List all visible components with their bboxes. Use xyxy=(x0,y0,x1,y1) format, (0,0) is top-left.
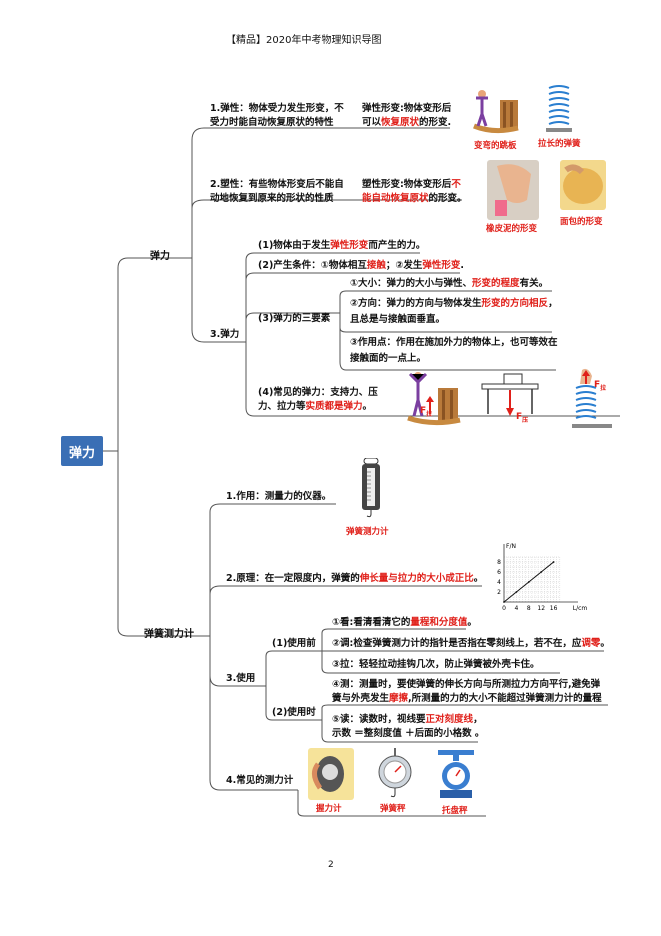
branch-spring-scale-label: 弹簧测力计 xyxy=(144,629,194,640)
platform-scale-icon xyxy=(438,750,474,798)
spring-icon xyxy=(546,85,572,132)
data-point xyxy=(552,561,555,563)
spring-balance-caption: 弹簧秤 xyxy=(380,804,406,814)
y-tick-label: 4 xyxy=(497,579,501,586)
data-point xyxy=(503,601,505,603)
force-label-press: F压 xyxy=(516,412,529,424)
before-use-label: (1)使用前 xyxy=(272,638,316,649)
step-measure-line1: ④测：测量时，要使弹簧的伸长方向与所测拉力方向平行,避免弹 xyxy=(332,679,601,690)
x-axis-label: L/cm xyxy=(573,605,588,612)
step-look: ①看:看清看清它的量程和分度值。 xyxy=(332,617,477,628)
bread-icon xyxy=(563,164,603,204)
step-pull: ③拉：轻轻拉动挂钩几次，防止弹簧被外壳卡住。 xyxy=(332,659,540,670)
data-point xyxy=(515,591,518,593)
hanging-scale-icon xyxy=(378,748,412,798)
y-tick-label: 8 xyxy=(497,559,501,566)
clay-picture xyxy=(487,160,539,220)
data-point xyxy=(540,571,543,573)
elastic-force-definition: (1)物体由于发生弹性形变而产生的力。 xyxy=(258,240,426,251)
stretched-spring-caption: 拉长的弹簧 xyxy=(538,139,581,149)
bread-picture xyxy=(560,160,606,210)
x-tick-label: 0 xyxy=(502,605,506,612)
diving-support-force-picture xyxy=(404,368,464,432)
x-tick-label: 12 xyxy=(537,605,545,612)
branch-elastic-force-label: 弹力 xyxy=(150,251,170,262)
stretched-spring-picture xyxy=(546,84,572,134)
platform-scale-picture xyxy=(434,746,478,800)
spring-scale-icon xyxy=(362,458,380,518)
diver-icon xyxy=(407,372,461,426)
elastic-deformation-note-line1: 弹性形变:物体变形后 xyxy=(362,103,452,114)
elasticity-title-line1: 1.弹性：物体受力发生形变，不 xyxy=(210,103,344,114)
y-tick-label: 6 xyxy=(497,569,501,576)
force-label-pull-2: F拉 xyxy=(594,380,607,392)
plastic-deformation-note-line2: 能自动恢复原状的形变。 xyxy=(362,193,467,204)
force-label-pull-1: F拉 xyxy=(420,406,433,418)
plasticity-title-line1: 2.塑性：有些物体形变后不能自 xyxy=(210,179,344,190)
grip-dynamometer-icon xyxy=(312,756,344,792)
spring-scale-principle: 2.原理：在一定限度内，弹簧的伸长量与拉力的大小成正比。 xyxy=(226,573,484,584)
element-point-line2: 接触面的一点上。 xyxy=(350,353,427,364)
spring-balance-picture xyxy=(370,748,420,800)
grip-dynamometer-caption: 握力计 xyxy=(316,804,342,814)
spring-scale-function: 1.作用：测量力的仪器。 xyxy=(226,491,332,502)
common-meters-label: 4.常见的测力计 xyxy=(226,775,294,786)
step-read-line2: 示数 ＝整刻度值 ＋后面的小格数 。 xyxy=(332,728,485,739)
element-magnitude: ①大小：弹力的大小与弹性、形变的程度有关。 xyxy=(350,278,549,289)
step-adjust: ②调:检查弹簧测力计的指针是否指在零刻线上，若不在，应调零。 xyxy=(332,638,610,649)
elastic-force-node-label: 3.弹力 xyxy=(210,329,240,340)
plastic-deformation-note-line1: 塑性形变:物体变形后不 xyxy=(362,179,461,190)
step-read-line1: ⑤读：读数时，视线要正对刻度线， xyxy=(332,714,483,725)
force-length-chart: 0 4 8 12 16 2 4 6 8 F/N L/cm xyxy=(497,543,588,612)
step-measure-line2: 簧与外壳发生摩擦,所测量的力的大小不能超过弹簧测力计的量程 xyxy=(332,693,602,704)
three-elements-label: (3)弹力的三要素 xyxy=(258,313,331,324)
spring-pull-picture xyxy=(572,368,618,432)
spring-scale-picture xyxy=(358,458,384,518)
plasticity-title-line2: 动地恢复到原来的形状的性质 xyxy=(210,193,334,204)
y-tick-label: 2 xyxy=(497,589,501,596)
during-use-label: (2)使用时 xyxy=(272,707,316,718)
clay-caption: 橡皮泥的形变 xyxy=(486,224,538,234)
elasticity-title-line2: 受力时能自动恢复原状的特性 xyxy=(210,117,334,128)
platform-scale-caption: 托盘秤 xyxy=(442,806,468,816)
data-point xyxy=(527,581,530,583)
grip-dynamometer-picture xyxy=(308,748,354,800)
hand-pressing-clay-icon xyxy=(495,164,531,216)
elastic-force-conditions: (2)产生条件：①物体相互接触；②发生弹性形变. xyxy=(258,260,465,271)
elastic-deformation-note-line2: 可以恢复原状的形变. xyxy=(362,117,452,128)
element-point-line1: ③作用点：作用在施加外力的物体上，也可等效在 xyxy=(350,337,558,348)
y-axis-label: F/N xyxy=(506,543,516,550)
spring-with-hand-icon xyxy=(572,368,612,428)
element-direction-line2: 且总是与接触面垂直。 xyxy=(350,314,446,325)
table-pressure-picture xyxy=(480,372,540,424)
x-tick-label: 4 xyxy=(514,605,518,612)
page-number: 2 xyxy=(328,860,334,870)
x-tick-label: 8 xyxy=(527,605,531,612)
x-tick-label: 16 xyxy=(550,605,558,612)
common-elastic-forces-line1: (4)常见的弹力：支持力、压 xyxy=(258,387,378,398)
bread-caption: 面包的形变 xyxy=(560,217,603,227)
common-elastic-forces-line2: 力、拉力等实质都是弹力。 xyxy=(258,401,373,412)
spring-scale-caption: 弹簧测力计 xyxy=(346,527,389,537)
spring-scale-usage-label: 3.使用 xyxy=(226,673,256,684)
table-icon xyxy=(481,373,539,416)
diving-board-caption: 变弯的跳板 xyxy=(474,141,517,151)
diving-board-picture xyxy=(470,86,522,138)
page-header-title: 【精品】2020年中考物理知识导图 xyxy=(226,35,382,46)
root-node: 弹力 xyxy=(61,436,103,466)
element-direction-line1: ②方向：弹力的方向与物体发生形变的方向相反， xyxy=(350,298,558,309)
diving-board-icon xyxy=(473,90,519,134)
